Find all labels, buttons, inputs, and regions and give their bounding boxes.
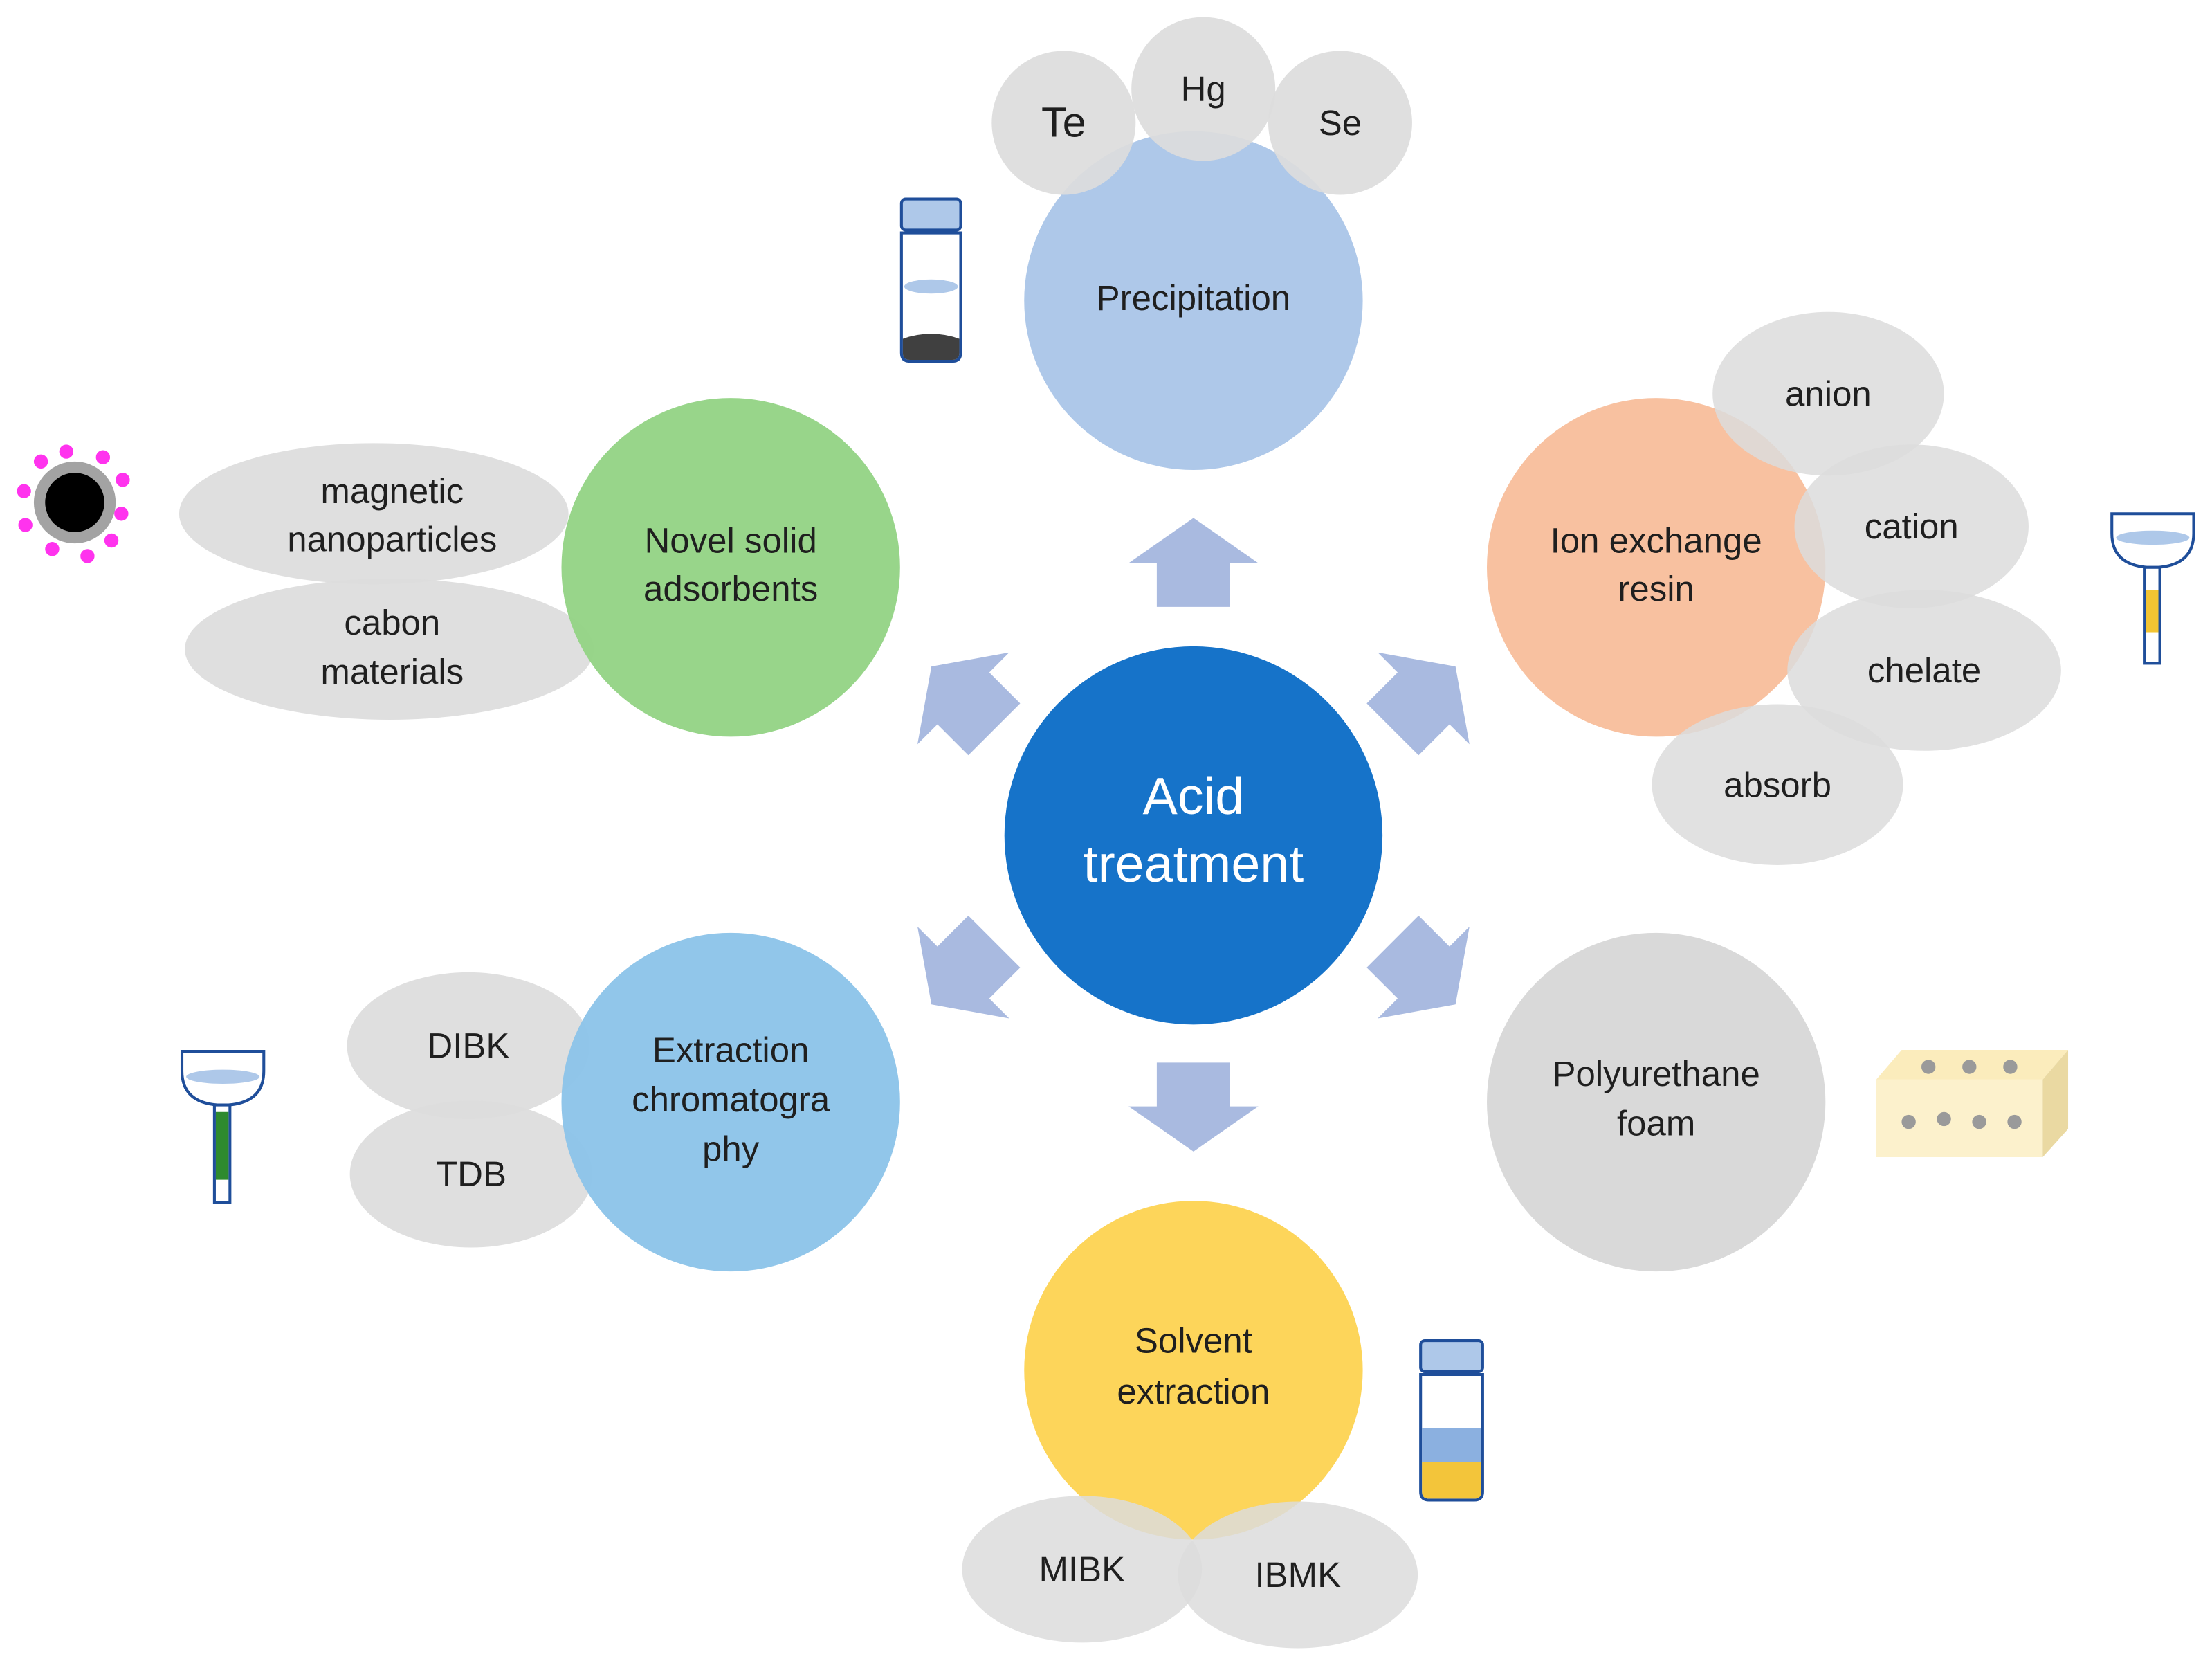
arrow-up [1128, 518, 1259, 607]
solvent-circle [1024, 1201, 1363, 1540]
center-label-line1: Acid [1143, 767, 1245, 825]
novel-solid-group: magnetic nanoparticles cabon materials N… [179, 398, 900, 737]
satellite-te [991, 51, 1136, 195]
extraction-chrom-group: DIBK TDB Extraction chromatogra phy [347, 932, 900, 1272]
label-magnetic-line1: magnetic [320, 471, 464, 511]
extraction-chrom-label-line3: phy [702, 1129, 760, 1168]
ion-exchange-label-line1: Ion exchange [1551, 521, 1762, 561]
polyurethane-label-line2: foam [1617, 1104, 1695, 1143]
arrow-lower-left [917, 915, 1021, 1019]
label-dibk: DIBK [427, 1026, 509, 1065]
arrow-lower-right [1366, 915, 1470, 1019]
satellite-hg [1131, 17, 1276, 161]
solvent-label-line2: extraction [1117, 1372, 1270, 1411]
vial-precipitate-icon [899, 197, 962, 363]
satellite-chelate [1787, 590, 2061, 751]
satellite-se [1268, 51, 1412, 195]
extraction-chrom-label-line1: Extraction [652, 1031, 810, 1070]
extraction-chrom-circle [561, 932, 900, 1272]
label-cation: cation [1865, 507, 1959, 546]
satellite-tdb [349, 1100, 593, 1248]
ion-exchange-circle [1487, 398, 1826, 737]
center-group: Acid treatment [1004, 646, 1383, 1025]
ion-exchange-label-line2: resin [1618, 569, 1694, 608]
label-mibk: MIBK [1039, 1550, 1126, 1589]
label-carbon-line2: materials [320, 652, 464, 691]
satellite-ibmk [1178, 1501, 1418, 1649]
label-carbon-line1: cabon [344, 603, 440, 642]
satellite-dibk [347, 972, 590, 1119]
polyurethane-label-line1: Polyurethane [1552, 1054, 1759, 1093]
satellite-mibk [962, 1496, 1203, 1643]
label-tdb: TDB [436, 1154, 506, 1194]
label-te: Te [1041, 99, 1086, 146]
novel-solid-circle [561, 398, 900, 737]
label-ibmk: IBMK [1254, 1555, 1341, 1595]
magnetic-nanoparticle-icon [17, 444, 130, 563]
novel-solid-label-line2: adsorbents [643, 569, 818, 608]
label-hg: Hg [1181, 69, 1226, 109]
polyurethane-circle [1487, 932, 1826, 1272]
extraction-chrom-label-line2: chromatogra [632, 1080, 830, 1119]
arrow-upper-right [1366, 652, 1470, 756]
foam-block-icon [1876, 1050, 2069, 1158]
column-yellow-icon [2110, 512, 2195, 665]
vial-two-phase-icon [1419, 1339, 1484, 1502]
precipitation-label: Precipitation [1097, 278, 1290, 318]
precipitation-group: Te Hg Se Precipitation [991, 17, 1412, 471]
satellite-anion [1712, 311, 1944, 476]
center-circle [1004, 646, 1383, 1025]
satellite-cation [1794, 444, 2029, 608]
satellite-magnetic [179, 443, 569, 585]
satellite-absorb [1652, 704, 1903, 865]
polyurethane-group: Polyurethane foam [1487, 932, 1826, 1272]
solvent-group: Solvent extraction MIBK IBMK [962, 1201, 1418, 1649]
precipitation-circle [1024, 131, 1363, 471]
label-anion: anion [1785, 374, 1872, 414]
label-absorb: absorb [1724, 765, 1831, 804]
arrows [917, 518, 1470, 1152]
label-magnetic-line2: nanoparticles [287, 520, 497, 559]
arrow-down [1128, 1062, 1259, 1152]
novel-solid-label-line1: Novel solid [645, 521, 817, 561]
satellite-carbon [185, 579, 594, 720]
column-green-icon [180, 1050, 266, 1204]
ion-exchange-group: Ion exchange resin anion cation chelate … [1487, 311, 2061, 865]
label-se: Se [1319, 103, 1362, 143]
arrow-upper-left [917, 652, 1021, 756]
solvent-label-line1: Solvent [1135, 1321, 1252, 1361]
center-label-line2: treatment [1084, 835, 1304, 893]
label-chelate: chelate [1867, 651, 1981, 690]
